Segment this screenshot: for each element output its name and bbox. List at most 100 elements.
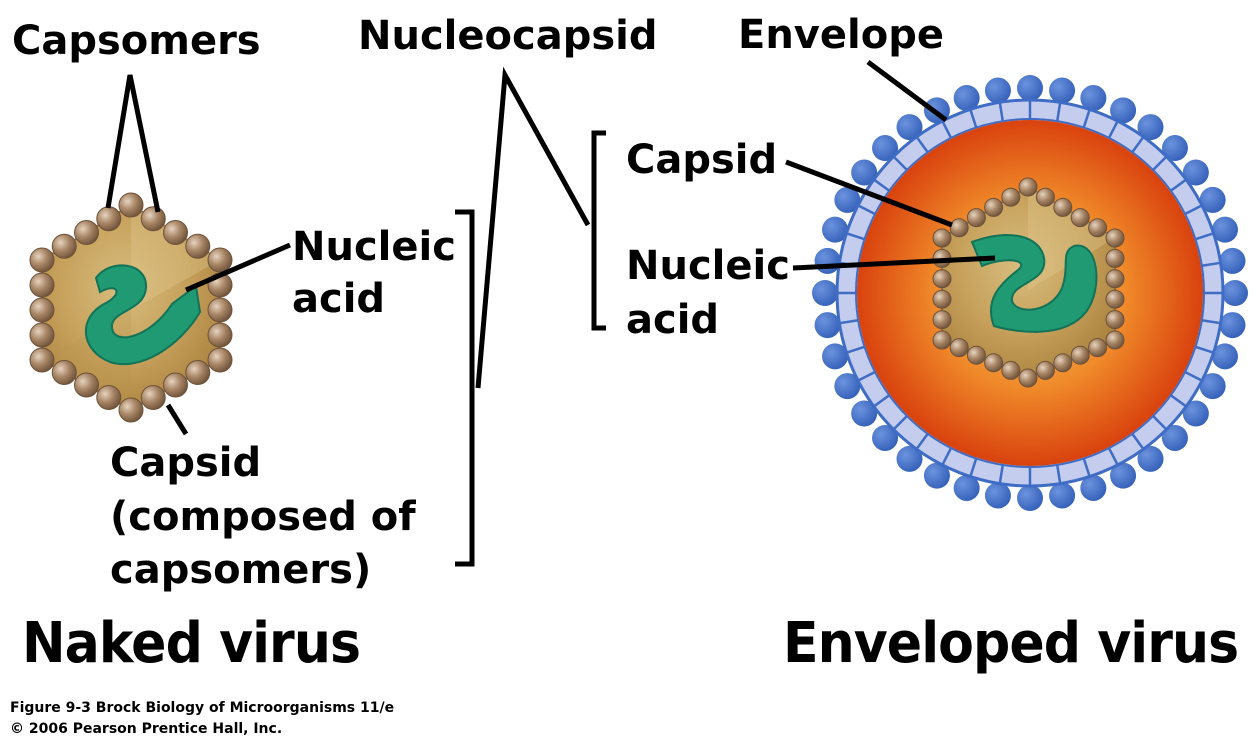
capsomer — [51, 360, 77, 385]
glycoprotein-spike — [896, 445, 923, 472]
glycoprotein-spike — [1080, 85, 1107, 112]
spike-stem — [1195, 232, 1214, 241]
glycoprotein-spike — [1161, 135, 1188, 162]
capsomer-ring — [29, 192, 233, 423]
naked-capsid-leader — [165, 403, 189, 436]
envelope-label: Envelope — [738, 12, 944, 58]
capsomer — [51, 233, 77, 259]
capsomer — [1070, 345, 1090, 365]
glycoprotein-spike — [1049, 77, 1076, 104]
spike-stem — [846, 232, 865, 241]
figure-credit-line1: Figure 9-3 Brock Biology of Microorganis… — [10, 700, 395, 716]
spike-stem — [1184, 370, 1203, 382]
capsomer — [1088, 338, 1108, 358]
capsomer — [1088, 218, 1108, 238]
glycoprotein-spike — [822, 216, 849, 243]
capsomer — [29, 247, 55, 273]
naked-nucleic-acid — [85, 264, 202, 366]
capsomers-label: Capsomers — [12, 18, 261, 64]
spike-stem — [846, 345, 865, 354]
spike-stem — [1152, 415, 1168, 431]
capsomer — [207, 322, 233, 348]
naked-virus-title: Naked virus — [22, 611, 361, 676]
spike-stem — [1055, 102, 1062, 122]
capsomer — [932, 310, 952, 330]
capsomer — [932, 269, 952, 289]
glycoprotein-spike — [984, 77, 1011, 104]
capsomer — [29, 322, 55, 348]
glycoprotein-spike — [953, 474, 980, 501]
glycoprotein-spike — [1222, 280, 1248, 306]
glycoprotein-spike — [923, 462, 950, 489]
spike-stem — [998, 102, 1005, 122]
naked-capsid-label-line3: capsomers) — [110, 547, 372, 593]
enveloped-virus-title: Enveloped virus — [783, 611, 1239, 676]
spike-stem — [892, 415, 908, 431]
spike-stem — [941, 120, 953, 139]
capsomer — [1053, 353, 1073, 373]
spike-stem — [1107, 120, 1119, 139]
capsomer — [140, 385, 166, 410]
naked-virus — [29, 192, 233, 423]
capsomer — [1105, 228, 1125, 248]
capsomer — [1035, 360, 1055, 380]
spike-stem — [1201, 318, 1221, 325]
capsomer — [949, 338, 969, 358]
glycoprotein-spike — [1080, 474, 1107, 501]
envelope-leader — [866, 59, 948, 123]
capsomer — [966, 345, 986, 365]
spike-stem — [1170, 178, 1187, 192]
capsomer — [96, 206, 122, 232]
spike-stem — [1195, 345, 1214, 354]
capsomer — [932, 228, 952, 248]
spike-stem — [857, 204, 876, 216]
spike-stem — [839, 318, 859, 325]
capsomer — [1001, 187, 1021, 207]
nucleocapsid-label: Nucleocapsid — [358, 13, 658, 59]
capsomer — [207, 347, 233, 373]
enveloped-nucleic-acid-leader — [792, 255, 996, 271]
capsomer — [1018, 177, 1038, 197]
glycoprotein-spike — [1211, 343, 1238, 370]
capsomer — [984, 353, 1004, 373]
naked-capsid-label-line1: Capsid — [110, 440, 262, 486]
enveloped-virus — [812, 75, 1248, 511]
glycoprotein-spike — [851, 159, 878, 186]
spike-stem — [941, 447, 953, 466]
glycoprotein-spike — [822, 343, 849, 370]
glycoprotein-spike — [1049, 482, 1076, 509]
spike-stem — [998, 464, 1005, 484]
capsomer — [1035, 187, 1055, 207]
capsomers-leader — [105, 74, 161, 213]
glycoprotein-spike — [851, 400, 878, 427]
capsomer — [74, 372, 99, 398]
capsomer — [1070, 208, 1090, 228]
envelope-spikes — [812, 75, 1248, 511]
glycoprotein-spike — [1211, 216, 1238, 243]
enveloped-nucleic-acid-label-line1: Nucleic — [626, 243, 790, 289]
naked-nucleic-acid-label-line2: acid — [292, 276, 386, 322]
naked-capsid-label-line2: (composed of — [110, 494, 416, 540]
capsomer — [140, 206, 166, 232]
nucleocapsid-bracket-left — [455, 209, 475, 567]
capsomer — [74, 220, 99, 245]
enveloped-nucleic-acid — [970, 234, 1098, 333]
capsomer — [29, 297, 55, 323]
glycoprotein-spike — [1137, 114, 1164, 141]
glycoprotein-spike — [953, 85, 980, 112]
spike-stem — [1055, 464, 1062, 484]
spike-stem — [1152, 155, 1168, 171]
leader-lines — [105, 59, 996, 567]
spike-stem — [857, 370, 876, 382]
capsomer — [1105, 289, 1125, 309]
spike-stem — [873, 178, 890, 192]
naked-nucleic-acid-leader — [185, 242, 291, 293]
figure-credit: Figure 9-3 Brock Biology of Microorganis… — [10, 698, 394, 740]
glycoprotein-spike — [834, 373, 861, 400]
capsomer — [1053, 197, 1073, 217]
glycoprotein-spike — [814, 312, 841, 339]
glycoprotein-spike — [1219, 312, 1246, 339]
capsomer — [207, 297, 233, 323]
capsomer — [1105, 330, 1125, 350]
